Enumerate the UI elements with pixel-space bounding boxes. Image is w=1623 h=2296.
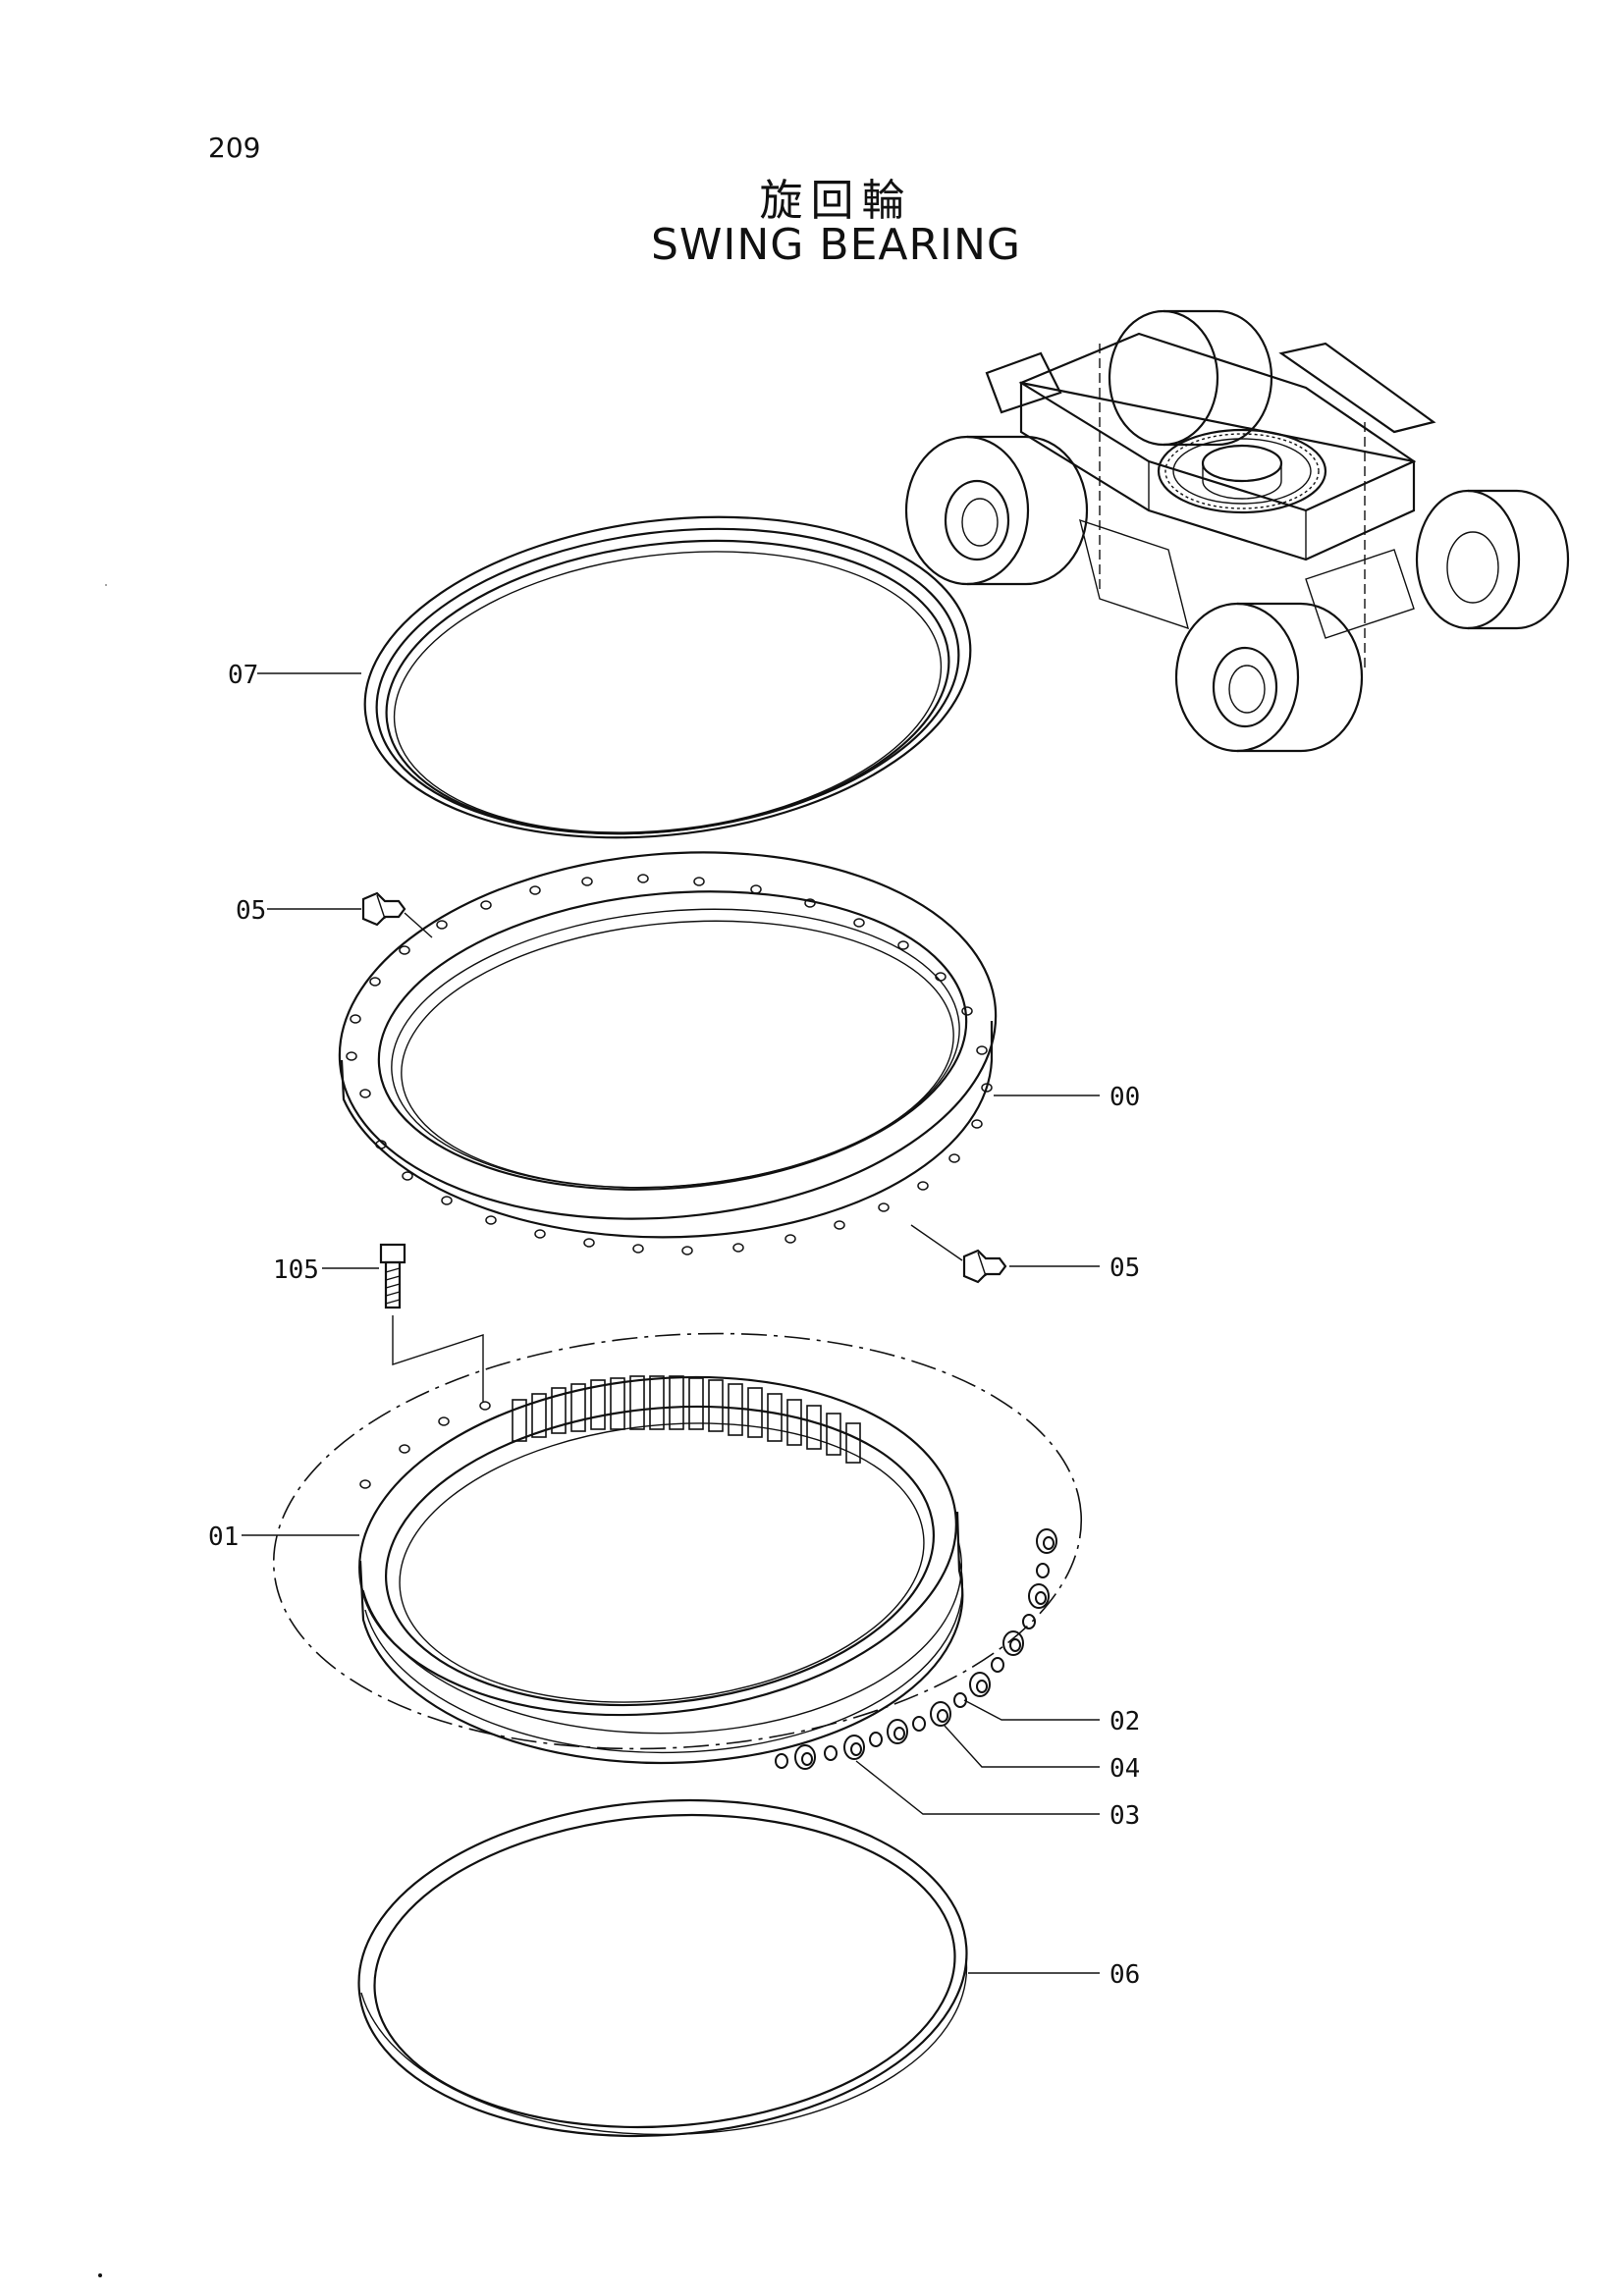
grease-fitting-icon [361, 891, 406, 927]
page-title: SWING BEARING [650, 220, 1022, 270]
seal-ring-lower-icon [357, 1798, 968, 2138]
roller-icon [775, 1528, 1057, 1770]
callout-01: 01 [208, 1522, 239, 1552]
callout-05-upper: 05 [236, 896, 266, 926]
callout-06: 06 [1109, 1960, 1140, 1990]
inner-gear-race-icon [272, 1332, 1083, 1765]
grease-fitting-icon [962, 1249, 1007, 1284]
callout-105: 105 [273, 1255, 319, 1285]
bolt-icon [379, 1243, 406, 1309]
callout-04: 04 [1109, 1754, 1140, 1784]
page-number: 209 [208, 132, 261, 164]
callout-07: 07 [228, 661, 258, 690]
machine-overview-illustration [904, 309, 1570, 753]
callout-00: 00 [1109, 1083, 1140, 1112]
page-title-japanese: 旋回輪 [759, 176, 913, 226]
bearing-outer-race-icon [338, 851, 998, 1255]
seal-ring-icon [363, 515, 972, 839]
callout-03: 03 [1109, 1801, 1140, 1831]
callout-02: 02 [1109, 1707, 1140, 1736]
callout-05-lower: 05 [1109, 1254, 1140, 1283]
